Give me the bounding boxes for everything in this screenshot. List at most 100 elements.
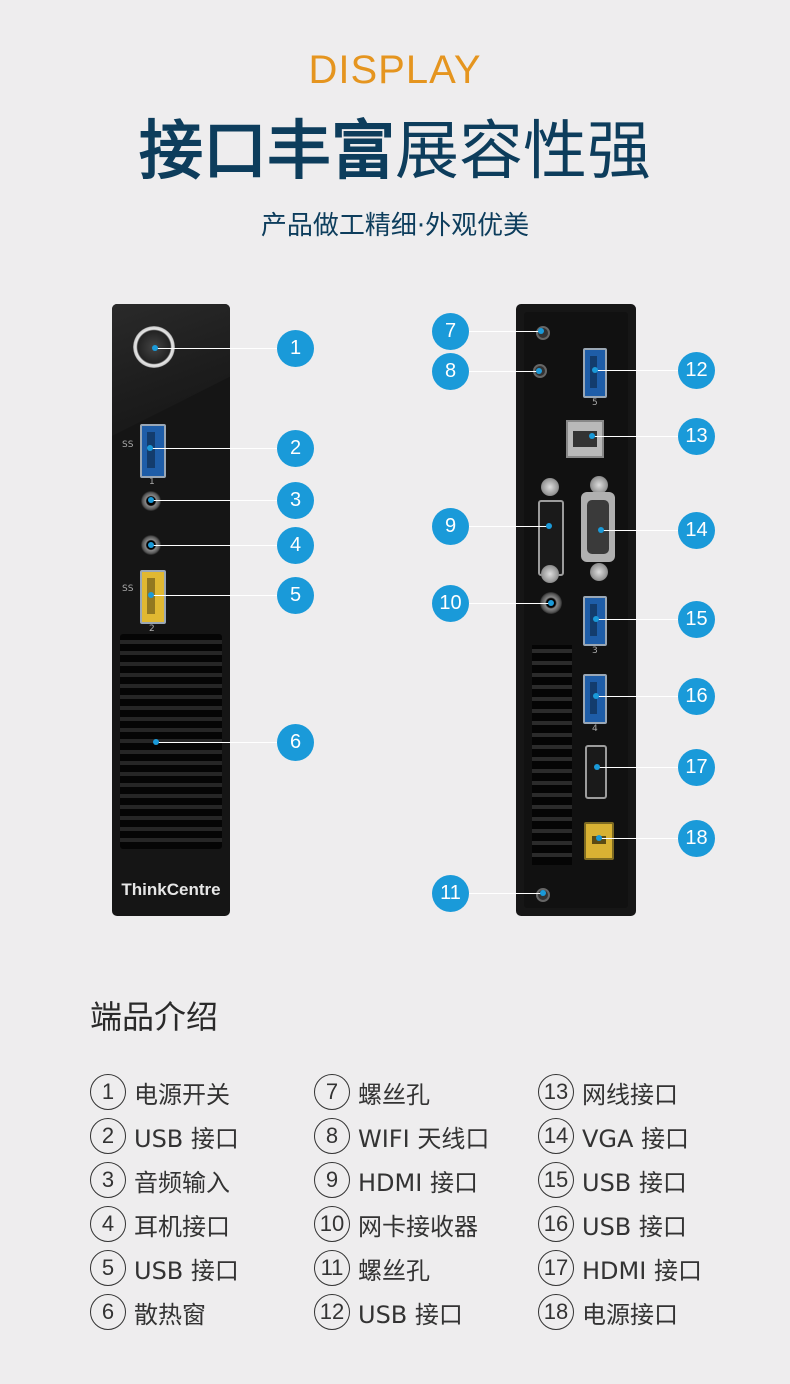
- legend-number: 14: [538, 1118, 574, 1154]
- usb-port-number-1: 1: [149, 477, 155, 487]
- callout-dot-4: [148, 542, 154, 548]
- legend-label: VGA 接口: [582, 1124, 690, 1153]
- legend-item: 9 HDMI 接口: [314, 1160, 478, 1200]
- front-gloss: [112, 304, 230, 436]
- callout-line-16: [596, 696, 678, 697]
- rear-usb-number-5: 5: [592, 398, 598, 408]
- legend-item: 5 USB 接口: [90, 1248, 239, 1288]
- callout-dot-1: [152, 345, 158, 351]
- legend-number: 4: [90, 1206, 126, 1242]
- callout-dot-3: [148, 497, 154, 503]
- callout-line-12: [595, 370, 678, 371]
- callout-badge-11: 11: [432, 875, 469, 912]
- callout-line-17: [597, 767, 678, 768]
- rear-usb-number-4: 4: [592, 724, 598, 734]
- callout-dot-9: [546, 523, 552, 529]
- legend-number: 17: [538, 1250, 574, 1286]
- callout-badge-9: 9: [432, 508, 469, 545]
- callout-badge-1: 1: [277, 330, 314, 367]
- rear-usb-port-12: [583, 348, 607, 398]
- usb-ss-mark-2: SS: [122, 584, 134, 594]
- legend-number: 15: [538, 1162, 574, 1198]
- callout-badge-8: 8: [432, 353, 469, 390]
- subheading: 产品做工精细·外观优美: [260, 211, 530, 241]
- callout-badge-10: 10: [432, 585, 469, 622]
- brand-logo: ThinkCentre: [121, 880, 221, 899]
- rear-usb-port-16: [583, 674, 607, 724]
- callout-dot-15: [593, 616, 599, 622]
- legend-number: 5: [90, 1250, 126, 1286]
- legend-item: 8 WIFI 天线口: [314, 1116, 489, 1156]
- legend-number: 6: [90, 1294, 126, 1330]
- legend-number: 16: [538, 1206, 574, 1242]
- legend-number: 1: [90, 1074, 126, 1110]
- callout-dot-17: [594, 764, 600, 770]
- headline-light: 展容性强: [395, 115, 651, 189]
- callout-dot-6: [153, 739, 159, 745]
- legend-number: 7: [314, 1074, 350, 1110]
- callout-badge-17: 17: [678, 749, 715, 786]
- callout-line-14: [601, 530, 678, 531]
- callout-line-2: [150, 448, 277, 449]
- callout-badge-15: 15: [678, 601, 715, 638]
- legend-item: 13 网线接口: [538, 1072, 678, 1112]
- callout-line-1: [155, 348, 277, 349]
- legend-label: HDMI 接口: [358, 1168, 478, 1197]
- legend-number: 12: [314, 1294, 350, 1330]
- legend-item: 1 电源开关: [90, 1072, 230, 1112]
- front-vent: [120, 634, 222, 849]
- callout-badge-14: 14: [678, 512, 715, 549]
- callout-line-9: [469, 526, 549, 527]
- legend-label: HDMI 接口: [582, 1256, 702, 1285]
- callout-line-5: [151, 595, 277, 596]
- callout-dot-10: [548, 600, 554, 606]
- front-usb-port-1: [140, 424, 166, 478]
- callout-dot-18: [596, 835, 602, 841]
- legend-item: 6 散热窗: [90, 1292, 206, 1332]
- legend-label: 电源接口: [582, 1300, 678, 1329]
- legend-label: 电源开关: [134, 1080, 230, 1109]
- callout-line-15: [596, 619, 678, 620]
- callout-badge-5: 5: [277, 577, 314, 614]
- legend-item: 2 USB 接口: [90, 1116, 239, 1156]
- callout-badge-4: 4: [277, 527, 314, 564]
- callout-line-7: [469, 331, 541, 332]
- legend-label: 散热窗: [134, 1300, 206, 1329]
- usb-port-number-2: 2: [149, 624, 155, 634]
- callout-dot-5: [148, 592, 154, 598]
- callout-line-6: [156, 742, 277, 743]
- legend-label: USB 接口: [358, 1300, 463, 1329]
- legend-heading: 端品介绍: [90, 998, 219, 1036]
- rear-usb-number-3: 3: [592, 646, 598, 656]
- rear-hdmi-port-17: [585, 745, 607, 799]
- legend-label: WIFI 天线口: [358, 1124, 490, 1153]
- callout-dot-16: [593, 693, 599, 699]
- callout-line-13: [592, 436, 678, 437]
- callout-badge-18: 18: [678, 820, 715, 857]
- legend-label: 螺丝孔: [358, 1256, 430, 1285]
- callout-badge-16: 16: [678, 678, 715, 715]
- usb-ss-mark: SS: [122, 440, 134, 450]
- legend-number: 2: [90, 1118, 126, 1154]
- callout-badge-3: 3: [277, 482, 314, 519]
- legend-number: 9: [314, 1162, 350, 1198]
- hdmi-screw-bottom: [541, 565, 559, 583]
- legend-label: USB 接口: [582, 1212, 687, 1241]
- ethernet-port: [566, 420, 604, 458]
- callout-badge-12: 12: [678, 352, 715, 389]
- legend-number: 18: [538, 1294, 574, 1330]
- legend-label: 螺丝孔: [358, 1080, 430, 1109]
- hdmi-screw-top: [541, 478, 559, 496]
- legend-item: 11 螺丝孔: [314, 1248, 430, 1288]
- callout-dot-11: [540, 890, 546, 896]
- legend-label: USB 接口: [582, 1168, 687, 1197]
- callout-line-11: [469, 893, 543, 894]
- headline-bold: 接口丰富: [139, 115, 395, 189]
- legend-item: 17 HDMI 接口: [538, 1248, 702, 1288]
- display-label: DISPLAY: [308, 48, 482, 92]
- rear-hdmi-port-9: [538, 500, 564, 576]
- power-socket: [584, 822, 614, 860]
- legend-item: 3 音频输入: [90, 1160, 230, 1200]
- legend-number: 11: [314, 1250, 350, 1286]
- callout-line-10: [469, 603, 551, 604]
